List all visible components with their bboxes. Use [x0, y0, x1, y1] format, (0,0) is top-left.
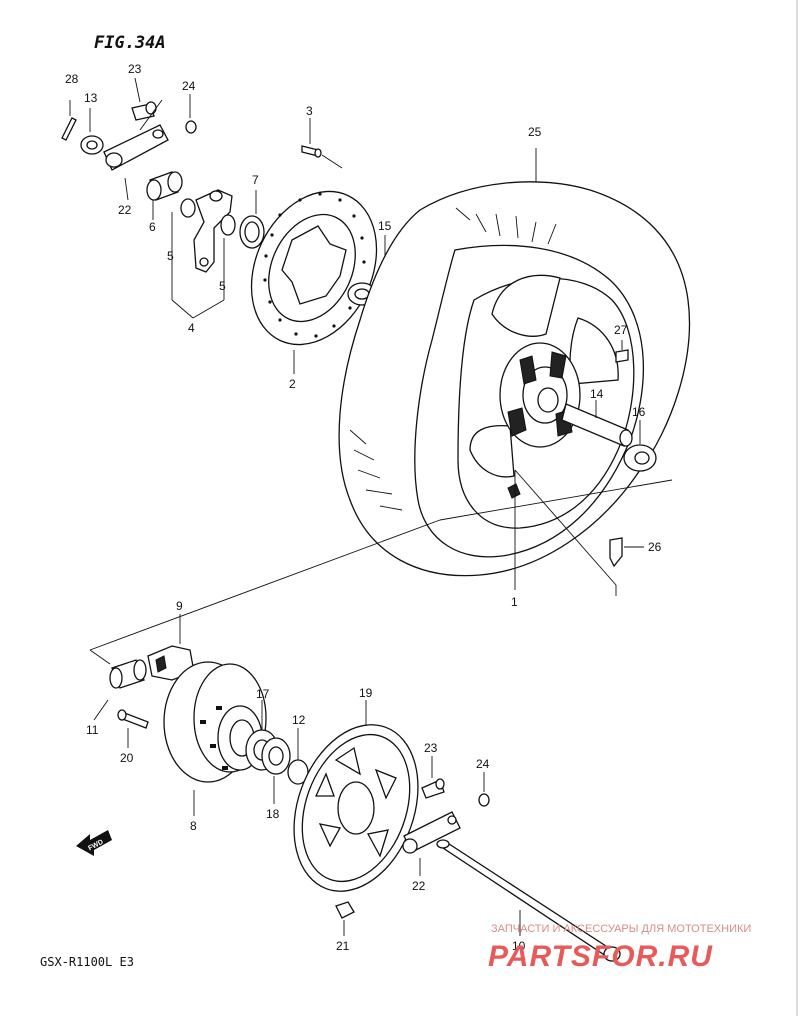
callout-22b: 22	[412, 879, 426, 893]
sprocket-stud-part	[117, 709, 149, 748]
callout-11: 11	[86, 723, 99, 737]
callout-21: 21	[336, 939, 350, 953]
callout-5b: 5	[219, 279, 226, 293]
watermark: ЗАПЧАСТИ И АКСЕССУАРЫ ДЛЯ МОТОТЕХНИКИ PA…	[488, 923, 751, 973]
callout-7: 7	[252, 173, 259, 187]
chain-adjuster-plate-part	[103, 99, 169, 201]
callout-28: 28	[65, 72, 79, 86]
callout-16: 16	[632, 405, 646, 419]
lower-adjuster-bolt-part	[421, 756, 445, 799]
model-code: GSX-R1100L E3	[40, 955, 134, 969]
small-nut-part	[185, 94, 197, 134]
callout-2: 2	[289, 377, 296, 391]
caliper-bracket-part	[171, 189, 265, 319]
callout-27: 27	[614, 323, 628, 337]
disc-bolt-part	[301, 118, 343, 169]
callout-12: 12	[292, 713, 306, 727]
callout-23b: 23	[424, 741, 438, 755]
brake-disc-part	[250, 190, 378, 374]
callout-24b: 24	[476, 757, 490, 771]
callout-24: 24	[182, 79, 196, 93]
callout-26: 26	[648, 540, 662, 554]
callout-18: 18	[266, 807, 280, 821]
callout-10: 10	[512, 939, 526, 953]
drum-spacer-part	[287, 728, 309, 785]
watermark-caption: ЗАПЧАСТИ И АКСЕССУАРЫ ДЛЯ МОТОТЕХНИКИ	[491, 923, 751, 935]
rear-wheel-part	[457, 274, 635, 590]
callout-15: 15	[378, 219, 392, 233]
callout-14: 14	[590, 387, 604, 401]
collar-part	[93, 659, 147, 721]
rear-sprocket-part	[293, 700, 419, 892]
callout-6: 6	[149, 220, 156, 234]
callout-17: 17	[256, 687, 270, 701]
callout-23: 23	[128, 62, 142, 76]
axle-collar-part	[561, 400, 633, 447]
castle-nut-part	[80, 108, 104, 155]
lower-small-nut-part	[478, 772, 490, 807]
callout-9: 9	[176, 599, 183, 613]
callout-3: 3	[306, 104, 313, 118]
sprocket-nut-part	[335, 901, 355, 936]
callout-19: 19	[359, 686, 373, 700]
rear-axle-part	[436, 839, 621, 962]
spacer-part	[146, 171, 183, 220]
sprocket-mounting-drum-part	[163, 661, 267, 816]
callout-labels: 28 13 23 24 22 6 7 5 5 4 3 15 2 25 27 14…	[65, 62, 662, 953]
cotter-pin-part	[61, 100, 77, 141]
callout-5a: 5	[167, 249, 174, 263]
callout-22: 22	[118, 203, 132, 217]
callout-8: 8	[190, 819, 197, 833]
callout-4: 4	[188, 321, 195, 335]
watermark-brand: PARTSFOR.RU	[488, 940, 713, 973]
right-bearing-part	[623, 420, 657, 472]
tire-valve-part	[609, 537, 644, 568]
callout-20: 20	[120, 751, 134, 765]
lower-adjuster-plate-part	[402, 811, 461, 876]
forward-direction-arrow: FWD	[76, 830, 112, 856]
figure-title: FIG.34A	[94, 33, 166, 53]
callout-1: 1	[511, 595, 518, 609]
balance-weight-part	[615, 340, 629, 363]
callout-25: 25	[528, 125, 542, 139]
callout-13: 13	[84, 91, 98, 105]
oil-seal-part	[261, 737, 291, 804]
